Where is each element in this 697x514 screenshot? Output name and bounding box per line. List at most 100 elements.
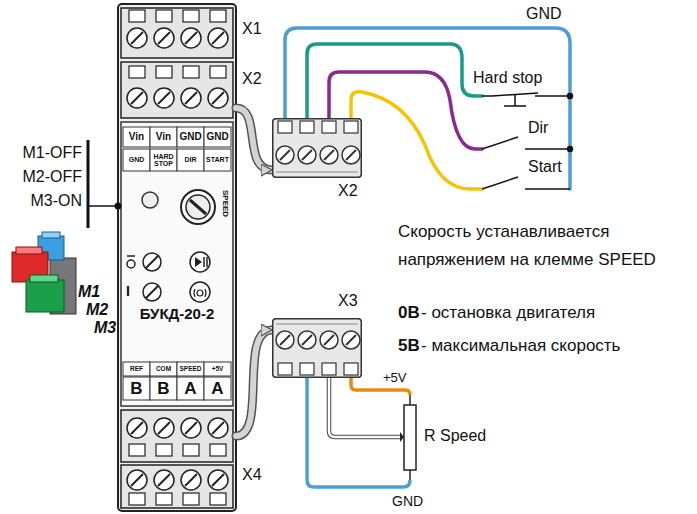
terminal-label: GND [177,127,204,147]
text-label: M2-OFF [0,168,82,186]
callout-arrow [236,108,272,170]
connector [307,378,410,487]
jumper-blocks [12,232,76,314]
text-label: 0В [398,303,420,323]
terminal-screw [181,418,201,438]
label-cell [150,149,177,171]
label-cell [204,362,231,376]
wire [329,378,400,437]
plug-outline [272,118,362,178]
screw-slot [280,150,290,160]
terminal-screw [208,470,228,490]
terminal-block [121,62,233,118]
wire-outline [329,378,400,437]
drawing-stroke [190,252,210,272]
screw-slot [212,422,224,434]
drawing-stroke [195,257,202,267]
text-label: X2 [242,70,262,88]
plug-outline [272,318,362,378]
wire-hole [156,444,172,456]
text-label: Dir [528,119,548,137]
wiper-arrow [400,432,404,442]
terminal-screw [208,418,228,438]
terminal-plug: X2 [272,118,362,178]
drawing-stroke [115,203,122,210]
text-label: M2 [86,301,108,319]
wire-hole [278,363,292,375]
drawing-stroke [143,283,161,301]
terminal-screw [154,28,174,48]
drawing-stroke [42,232,60,238]
screw-slot [185,422,197,434]
resistor-symbol [400,395,420,480]
terminal-label: A [177,377,204,400]
wire-hole [322,363,336,375]
screw-slot [212,92,224,104]
callout-arrow-outline [236,330,272,436]
terminal-screw [208,28,228,48]
screw-slot [185,92,197,104]
terminal-label: GND [204,127,231,147]
resistor-lead [409,395,411,405]
drawing-stroke [143,253,161,271]
wire-hole [322,121,336,133]
drawing-stroke [197,290,203,296]
terminal-label: B [123,377,150,400]
terminal-label: Vin [150,127,177,147]
wire-hole [300,121,314,133]
terminal-screw [127,88,147,108]
terminal-block [121,8,233,58]
drawing-stroke [26,280,64,312]
wire-hole [210,10,226,22]
wire-hole [278,121,292,133]
terminal-label: HARD STOP [150,149,177,171]
wire-hole [344,363,358,375]
screw-slot [131,422,143,434]
screw-slot [131,474,143,486]
connector [329,378,400,437]
text-label: M1-OFF [0,144,82,162]
text-label: SPEED [221,190,230,217]
terminal-label: B [150,377,177,400]
wire-hole [300,363,314,375]
label-cell [177,149,204,171]
callout-arrow-outline [236,108,272,170]
wire-hole [156,493,172,505]
connector [236,330,272,436]
terminal-screw [276,331,294,349]
wire-hole [344,121,358,133]
wire-hole [210,66,226,78]
text-label: M3-ON [0,192,82,210]
screw-slot [131,32,143,44]
terminal-block [121,410,233,462]
text-label: Start [528,158,562,176]
text-label: I [126,283,130,299]
terminal-screw [181,88,201,108]
drawing-stroke [118,4,236,511]
wire-hole [183,10,199,22]
drawing-stroke [146,286,158,298]
device-body: БУКД-20-2 [118,5,236,510]
screw-slot [212,32,224,44]
node-text: X2 [338,182,358,200]
screw-slot [158,474,170,486]
drawing-stroke [568,147,573,152]
terminal-label: DIR [177,149,204,171]
potentiometer: R Speed [400,395,493,480]
terminal-screw [154,88,174,108]
terminal-screw [181,470,201,490]
wire-hole [210,444,226,456]
label-cell [123,377,150,400]
drawing-stroke [568,94,573,99]
terminal-screw [154,470,174,490]
terminal-screw [320,146,338,164]
terminal-screw [342,331,360,349]
drawing-stroke [482,95,492,97]
text-label: M3 [94,319,116,337]
drawing-stroke [186,195,210,219]
terminal-label: Vin [123,127,150,147]
text-label: GND [526,5,562,23]
screw-slot [212,474,224,486]
drawing-stroke [30,275,58,282]
drawing-stroke [482,137,518,149]
